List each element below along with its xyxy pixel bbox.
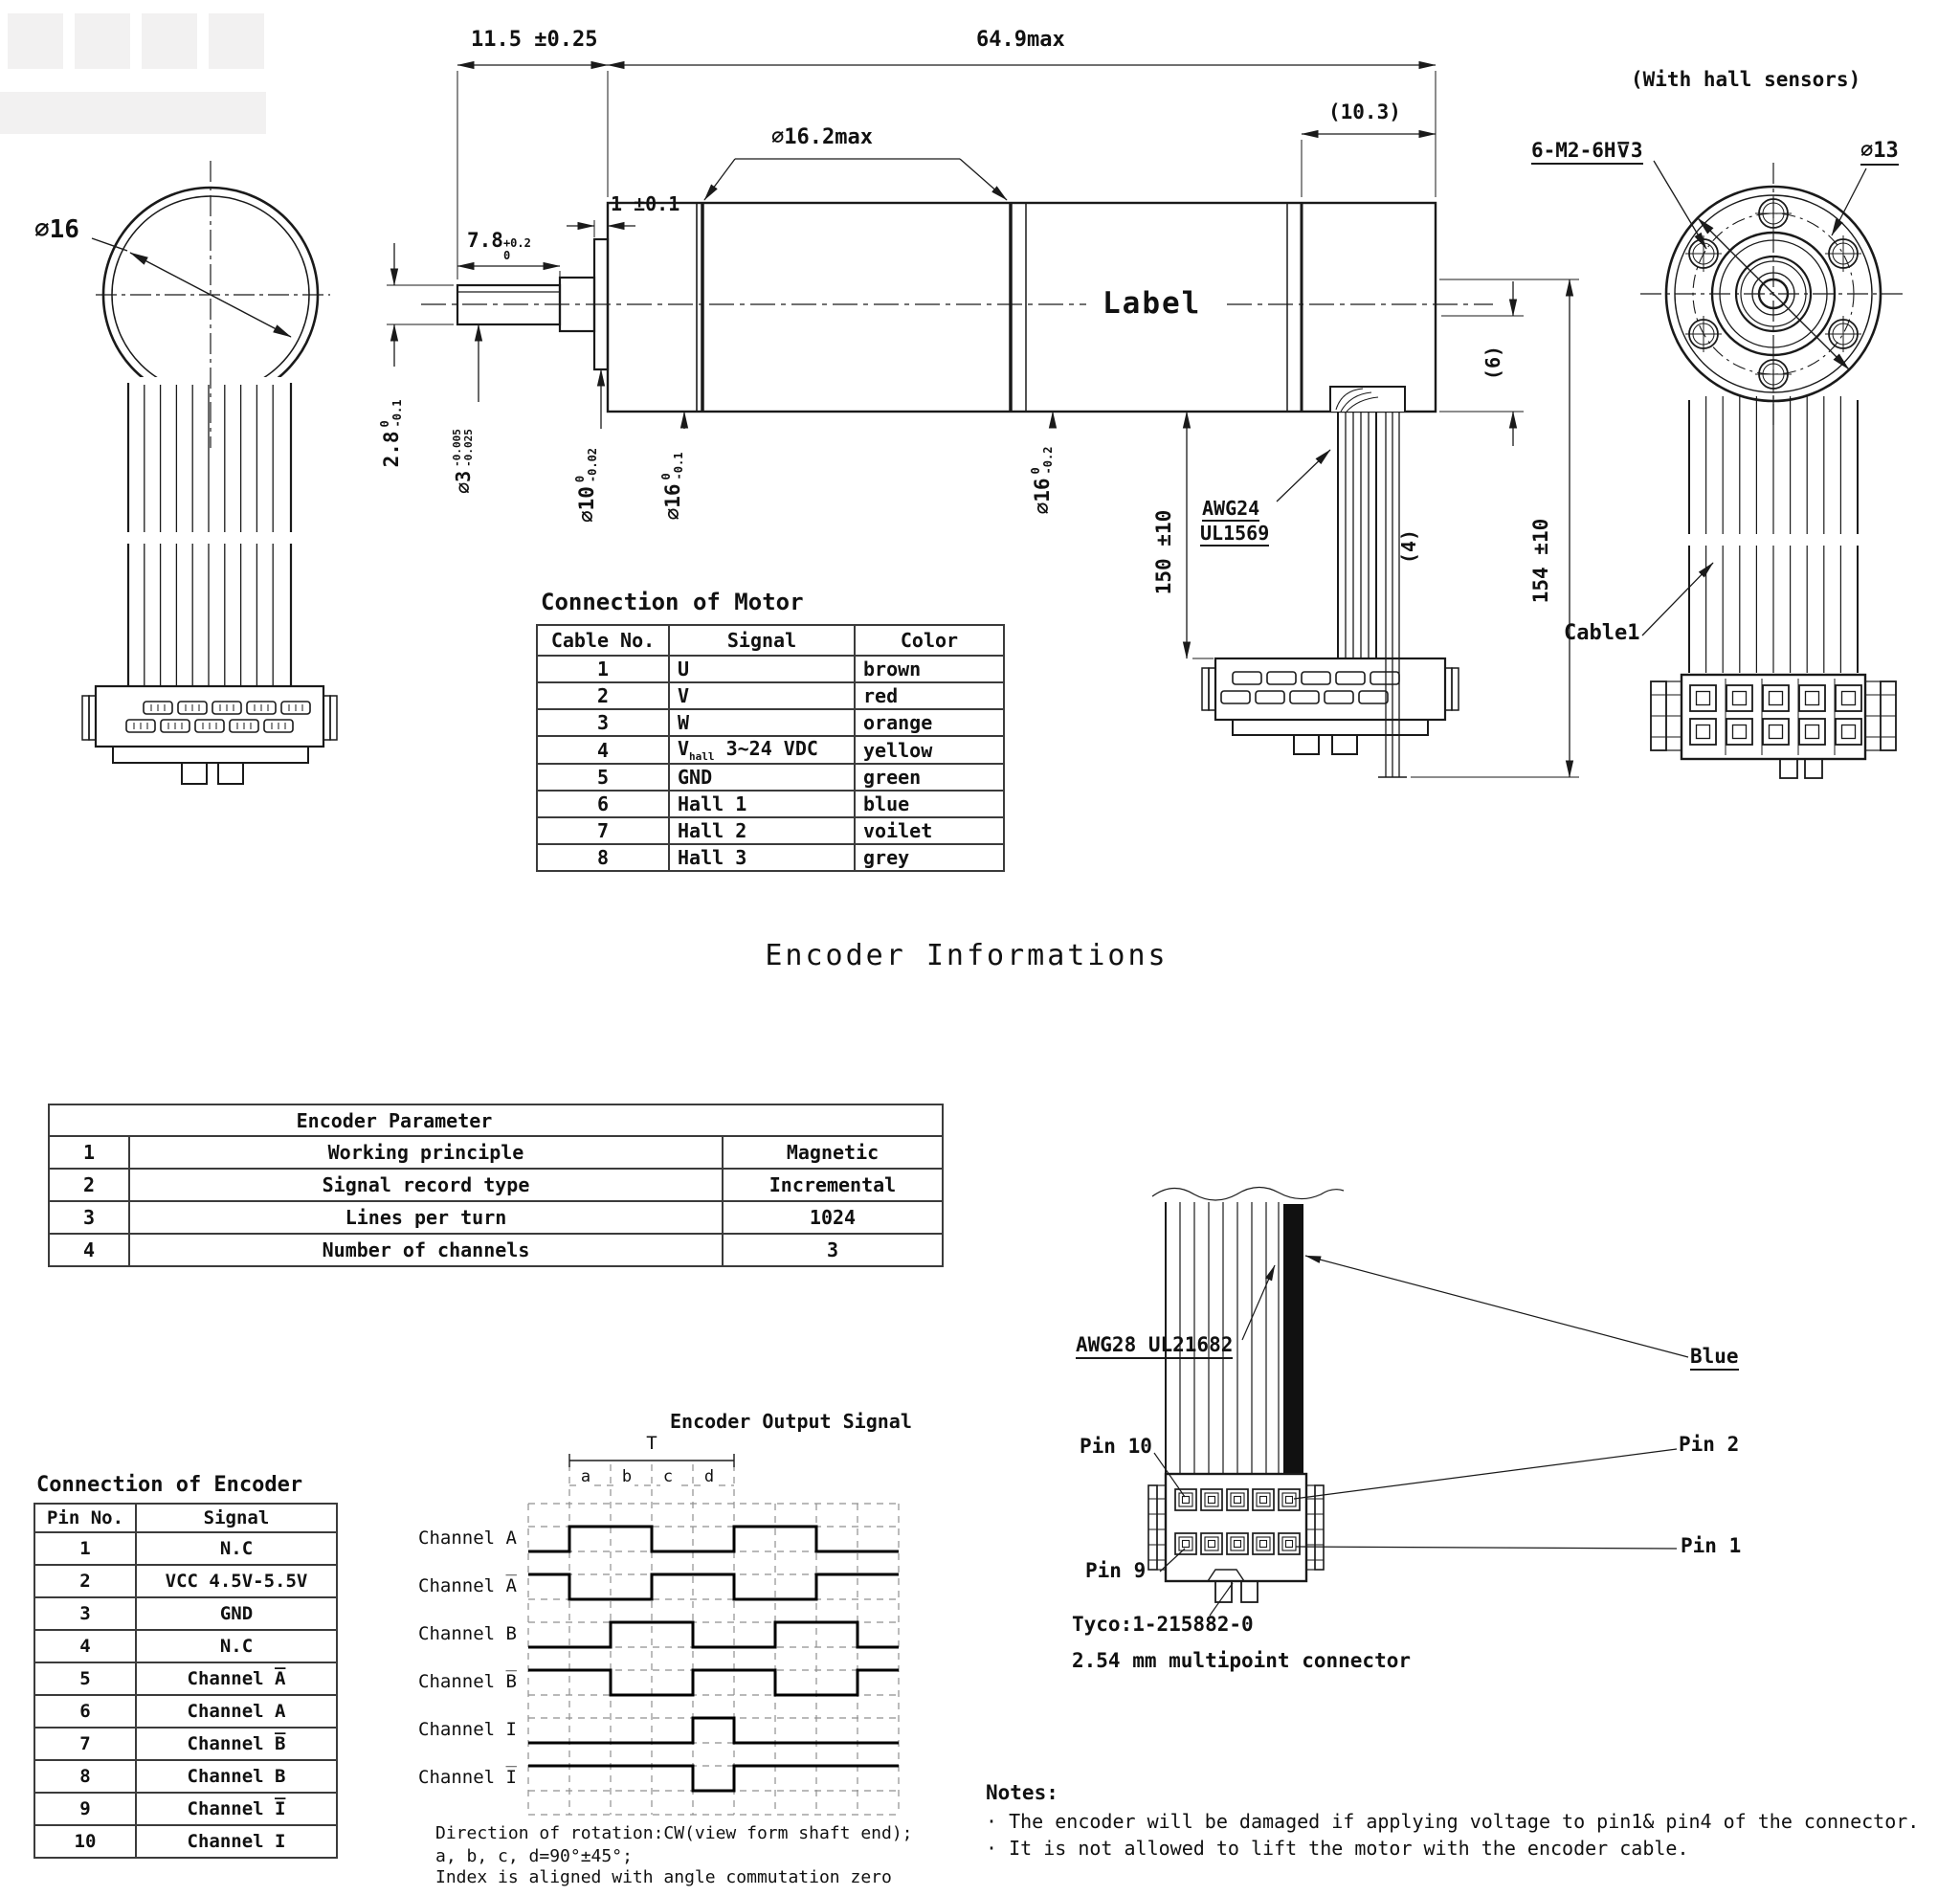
note-item: · It is not allowed to lift the motor wi… — [986, 1837, 1689, 1860]
col-header: Signal — [135, 1503, 338, 1533]
waveform-channel-label: Channel A̅ — [418, 1575, 517, 1596]
bolt-circle-diameter: ⌀13 — [1860, 139, 1899, 167]
waveform-sub-label: c — [660, 1468, 676, 1486]
dim-total-length: 154 ±10 — [1529, 518, 1552, 604]
watermark-bar — [0, 92, 266, 134]
dim-value: 7.8 — [467, 229, 503, 252]
watermark-block — [8, 13, 63, 69]
dim-rear-length: (10.3) — [1328, 100, 1401, 123]
table-row: 4 Vhall 3~24 VDC yellow — [536, 735, 1005, 765]
right-view-geometry — [1640, 160, 1906, 779]
dim-shaft-diameter: ⌀3-0.005-0.025 — [451, 429, 476, 494]
waveform-title: Encoder Output Signal — [670, 1410, 912, 1433]
encoder-section-title: Encoder Informations — [765, 939, 1169, 972]
pin-1-label: Pin 1 — [1681, 1534, 1742, 1557]
waveform-note-line: Index is aligned with angle commutation … — [435, 1867, 892, 1887]
col-header: Color — [854, 624, 1005, 657]
watermark-block — [209, 13, 264, 69]
waveform-sub-label: b — [619, 1468, 635, 1486]
watermark-block — [142, 13, 197, 69]
waveform-channel-label: Channel B — [418, 1623, 517, 1644]
table-header-row: Pin No. Signal — [33, 1503, 338, 1533]
pin-2-label: Pin 2 — [1679, 1433, 1740, 1456]
waveform-sub-label: d — [702, 1468, 717, 1486]
note-item: · The encoder will be damaged if applyin… — [986, 1810, 1920, 1833]
notes-title: Notes: — [986, 1781, 1058, 1804]
connector-part-number: Tyco:1-215882-0 — [1072, 1613, 1254, 1636]
cable-spec-ul: UL1569 — [1200, 522, 1270, 546]
waveform-geometry — [527, 1454, 900, 1816]
left-view-geometry — [81, 161, 338, 785]
main-view-geometry — [387, 60, 1579, 778]
col-header: Signal — [668, 624, 856, 657]
waveform-channel-label: Channel A — [418, 1528, 517, 1549]
screw-callout: 6-M2-6H⊽3 — [1531, 139, 1643, 166]
watermark-block — [75, 13, 130, 69]
encoder-cable-spec: AWG28 UL21682 — [1076, 1333, 1234, 1360]
table-header-row: Cable No. Signal Color — [536, 624, 1005, 657]
waveform-channel-label: Channel I̅ — [418, 1767, 517, 1788]
col-header: Cable No. — [536, 624, 670, 657]
right-view-caption: (With hall sensors) — [1631, 68, 1861, 91]
waveform-sub-label: a — [578, 1468, 593, 1486]
motor-table-title: Connection of Motor — [541, 589, 804, 615]
cable-spec-awg: AWG24 — [1202, 497, 1260, 522]
dim-body-length: 64.9max — [976, 28, 1065, 52]
table-title-cell: Encoder Parameter — [48, 1104, 944, 1137]
dim-shaft-total: 11.5 ±0.25 — [471, 28, 598, 52]
pin-9-label: Pin 9 — [1085, 1559, 1147, 1582]
blue-wire-label: Blue — [1690, 1345, 1739, 1372]
left-view-diameter-label: ⌀16 — [34, 215, 79, 244]
table-header-row: Encoder Parameter — [48, 1104, 944, 1137]
waveform-note-line: a, b, c, d=90°±45°; — [435, 1846, 633, 1866]
waveform-period-label: T — [646, 1433, 657, 1454]
dim-cable-length: 150 ±10 — [1152, 509, 1175, 595]
waveform-channel-label: Channel B̅ — [418, 1671, 517, 1692]
motor-body-label: Label — [1097, 287, 1208, 320]
dim-boss-length: 1 ±0.1 — [611, 192, 680, 215]
dim-exit-offset: (6) — [1481, 345, 1504, 381]
col-header: Pin No. — [33, 1503, 137, 1533]
waveform-channel-label: Channel I — [418, 1719, 517, 1740]
encoder-table-title: Connection of Encoder — [36, 1473, 303, 1497]
cable1-label: Cable1 — [1564, 621, 1640, 645]
pin-10-label: Pin 10 — [1080, 1435, 1152, 1458]
dim-ring-diameter: ⌀16.2max — [771, 125, 873, 149]
connector-description: 2.54 mm multipoint connector — [1072, 1649, 1412, 1672]
dim-encoder-wire-count: (4) — [1397, 528, 1420, 565]
waveform-note-line: Direction of rotation:CW(view form shaft… — [435, 1823, 913, 1843]
encoder-connector-geometry — [1147, 1186, 1689, 1617]
